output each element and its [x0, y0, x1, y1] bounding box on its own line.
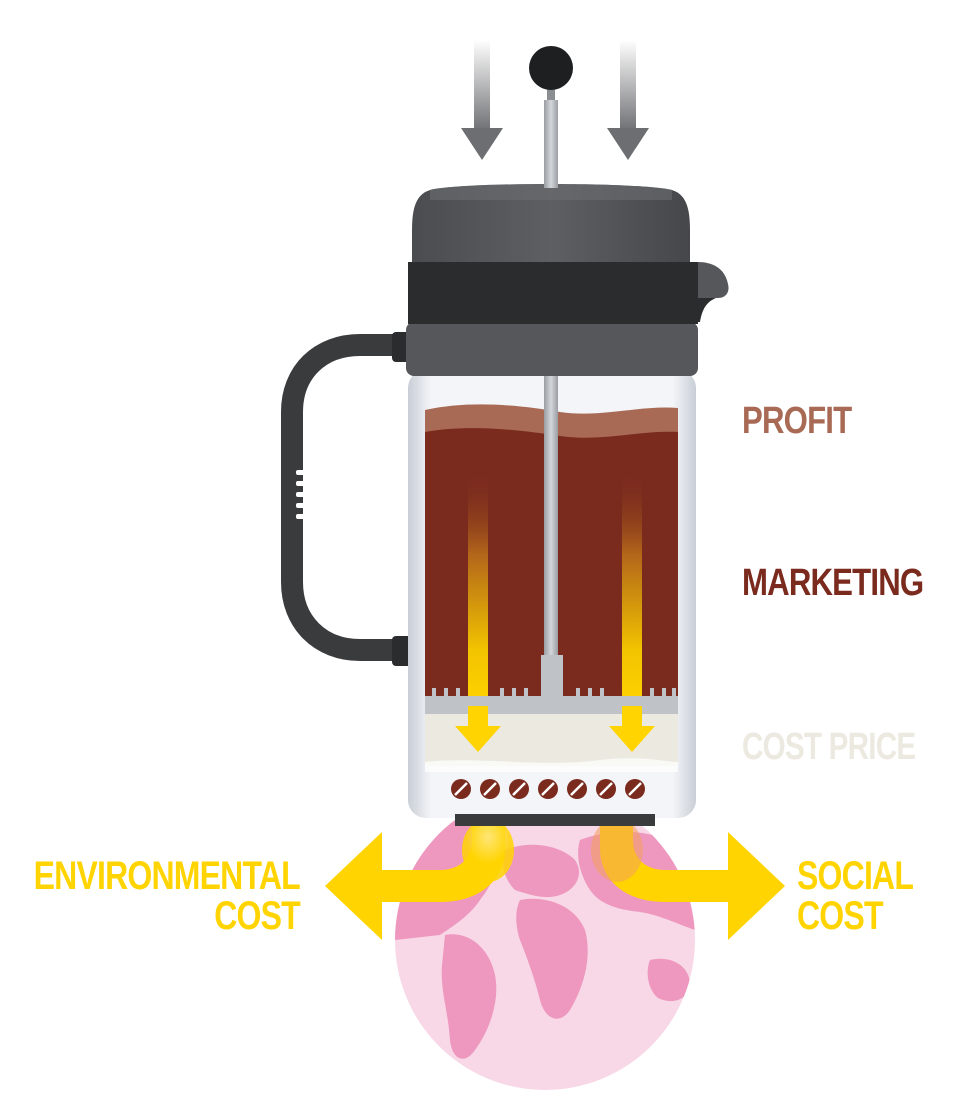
coffee-bean-icon — [625, 779, 645, 799]
press-base — [455, 814, 655, 826]
right-down-arrow-icon — [607, 40, 649, 160]
cost-price-label: COST PRICE — [742, 726, 916, 768]
plunger-knob — [529, 46, 573, 90]
press-collar — [406, 322, 698, 376]
environmental-cost-label: ENVIRONMENTAL COST — [33, 854, 301, 938]
social-cost-label: SOCIAL COST — [797, 854, 914, 938]
coffee-bean-icon — [538, 779, 558, 799]
globe-icon — [395, 790, 695, 1090]
left-down-arrow-icon — [461, 40, 503, 160]
coffee-bean-row — [451, 779, 645, 799]
marketing-label: MARKETING — [742, 562, 924, 604]
coffee-bean-icon — [480, 779, 500, 799]
coffee-bean-icon — [509, 779, 529, 799]
social-cost-label-line2: COST — [797, 894, 884, 938]
coffee-bean-icon — [451, 779, 471, 799]
press-lid — [408, 184, 729, 324]
environmental-cost-label-line1: ENVIRONMENTAL — [33, 854, 301, 898]
environmental-cost-arrow — [325, 818, 514, 940]
environmental-cost-label-line2: COST — [214, 894, 300, 938]
press-handle — [281, 332, 419, 666]
profit-label: PROFIT — [742, 400, 852, 442]
coffee-bean-icon — [567, 779, 587, 799]
social-cost-arrow — [591, 818, 785, 940]
coffee-bean-icon — [596, 779, 616, 799]
social-cost-label-line1: SOCIAL — [797, 854, 914, 898]
